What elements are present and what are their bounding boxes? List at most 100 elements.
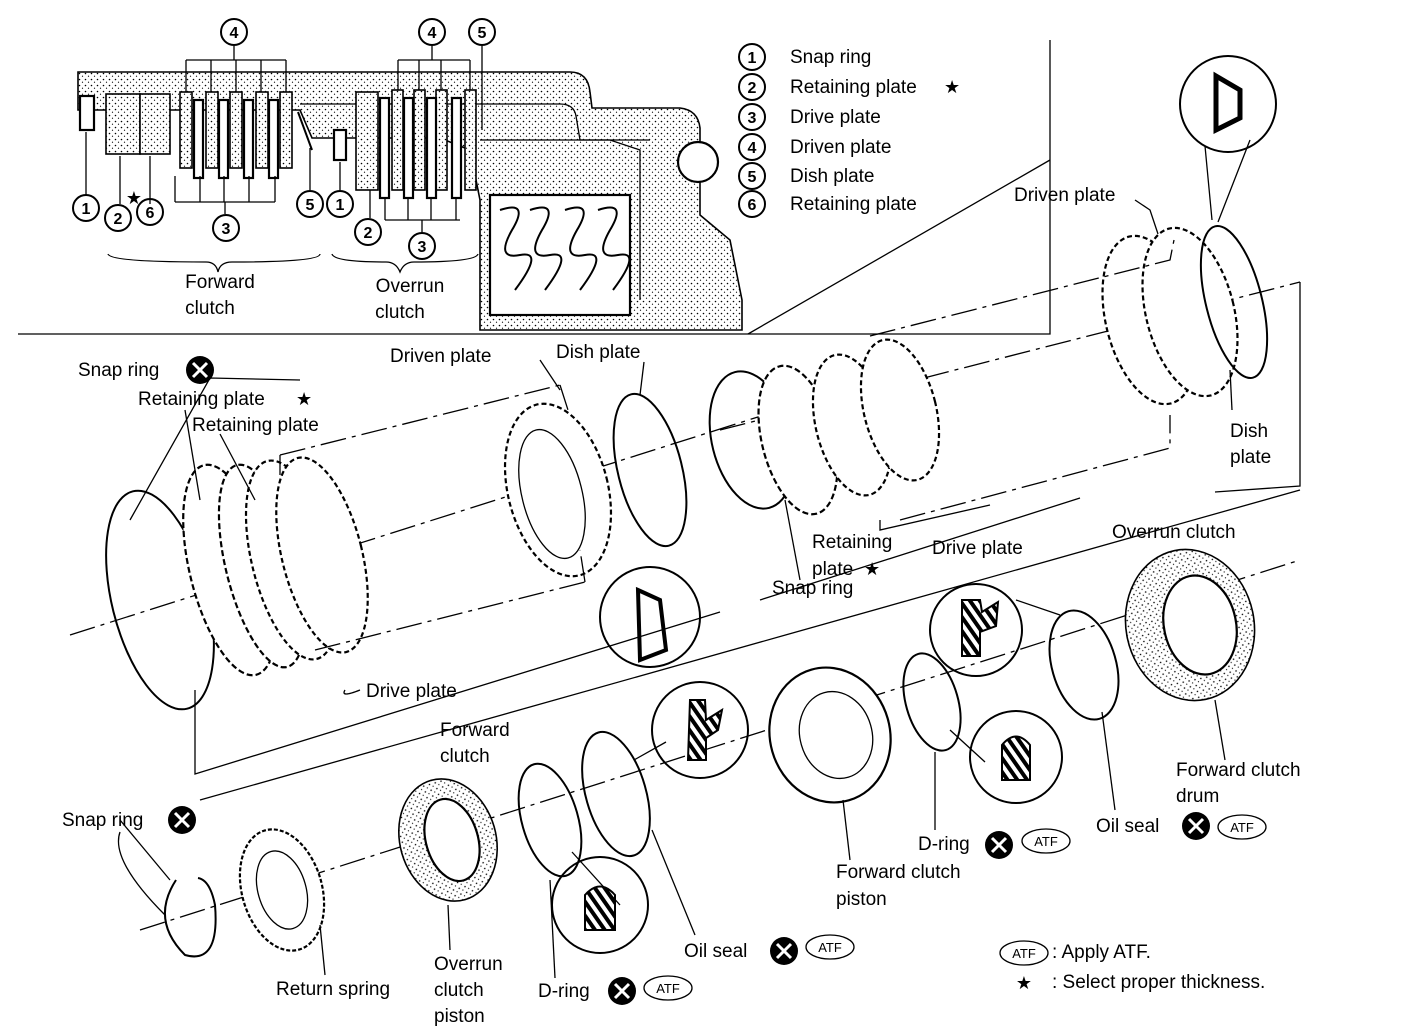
label-overrun-clutch: Overrun clutch (1112, 522, 1236, 543)
label-d-ring-bottom: D-ring (538, 981, 590, 1002)
label-snap-ring-bottom: Snap ring (62, 810, 143, 831)
atf-icon: ATF (1021, 828, 1071, 854)
notes: ATF : Apply ATF. ★ : Select proper thick… (999, 940, 1265, 993)
svg-text:★: ★ (944, 77, 960, 97)
svg-text:Driven plate: Driven plate (790, 137, 891, 158)
legend-item-5: 5 Dish plate (738, 162, 875, 190)
label-retaining-plate-right-2: plate (812, 559, 853, 580)
sv-star: ★ (126, 188, 142, 208)
label-d-ring-right: D-ring (918, 834, 970, 855)
sv-overrun-plates (378, 89, 477, 200)
note-select-thickness: : Select proper thickness. (1052, 972, 1265, 993)
label-drive-plate-left: Drive plate (366, 681, 457, 702)
lower-divider (199, 489, 1301, 801)
label-dish-plate-mid: Dish plate (556, 342, 641, 363)
label-forward-piston-1: Forward clutch (836, 862, 961, 883)
sv-snap-ring (78, 94, 96, 132)
label-driven-plate-right: Driven plate (1014, 185, 1115, 206)
svg-text:Snap ring: Snap ring (790, 47, 871, 68)
sv-overrun-label-1: Overrun (376, 276, 445, 297)
dish-plate-forward (612, 392, 688, 548)
sv-callout-5a: 5 (478, 25, 487, 42)
overrun-clutch-assembly (708, 55, 1301, 601)
sv-callout-4a: 4 (230, 25, 239, 42)
replace-icon (770, 937, 798, 965)
note-apply-atf: : Apply ATF. (1052, 942, 1151, 963)
sv-retaining-plate-2 (105, 93, 141, 155)
dish-plate-detail-1 (599, 566, 701, 668)
svg-text:3: 3 (748, 110, 757, 127)
sv-callout-lines (85, 46, 483, 274)
sv-callout-2b: 2 (364, 225, 373, 242)
label-forward-piston-2: piston (836, 889, 887, 910)
svg-text:ATF: ATF (818, 940, 842, 955)
label-retaining-plate-right-1: Retaining (812, 532, 892, 553)
svg-text:4: 4 (748, 140, 757, 157)
label-forward-clutch-2: clutch (440, 746, 490, 767)
sv-snap-ring-2 (332, 128, 348, 162)
svg-text:ATF: ATF (656, 981, 680, 996)
replace-icon (168, 806, 196, 834)
sv-return-springs (499, 206, 631, 291)
label-forward-drum-1: Forward clutch (1176, 760, 1301, 781)
oil-seal-right (1048, 609, 1120, 721)
dish-plate-overrun (1199, 225, 1269, 379)
legend: 1 Snap ring 2 Retaining plate ★ 3 Drive plat… (738, 43, 960, 218)
svg-text:ATF: ATF (1230, 820, 1254, 835)
svg-text:Dish plate: Dish plate (790, 166, 875, 187)
label-forward-drum-2: drum (1176, 786, 1219, 807)
oil-seal-detail (651, 681, 749, 779)
star-icon-2: ★ (864, 559, 880, 579)
d-ring-right (902, 652, 962, 752)
sv-callout-1b: 1 (336, 197, 345, 214)
d-ring-detail (551, 856, 649, 954)
section-view: 4 4 5 1 2 ★ 6 3 5 1 2 3 Forward clutch O… (72, 18, 743, 331)
replace-icon (985, 831, 1013, 859)
label-forward-clutch-1: Forward (440, 720, 510, 741)
sv-callout-6: 6 (146, 205, 155, 222)
svg-text:Retaining plate: Retaining plate (790, 77, 917, 98)
sv-callout-4b: 4 (428, 25, 437, 42)
atf-icon: ATF (1217, 814, 1267, 840)
label-retaining-plate: Retaining plate (192, 415, 319, 436)
sv-overrun-label-2: clutch (375, 302, 425, 323)
snap-ring-lower (163, 877, 217, 958)
svg-text:Drive plate: Drive plate (790, 107, 881, 128)
sv-callout-5b: 5 (306, 197, 315, 214)
d-ring-detail-2 (969, 710, 1063, 804)
svg-text:1: 1 (748, 50, 757, 67)
svg-text:5: 5 (748, 169, 757, 186)
oil-seal-lower (581, 730, 651, 858)
svg-text:6: 6 (748, 197, 757, 214)
legend-item-3: 3 Drive plate (738, 103, 881, 131)
atf-icon: ATF (805, 934, 855, 960)
d-ring-lower (517, 762, 583, 878)
svg-text:2: 2 (748, 80, 757, 97)
sv-seal (676, 140, 720, 184)
label-overrun-piston-1: Overrun (434, 954, 503, 975)
forward-clutch-assembly (69, 359, 781, 775)
forward-clutch-piston (768, 666, 892, 804)
sv-callout-3a: 3 (222, 221, 231, 238)
sv-retaining-plate-o (355, 91, 379, 191)
star-icon: ★ (296, 389, 312, 409)
sv-number-circles: 4 4 5 1 2 ★ 6 3 5 1 2 3 (72, 18, 496, 260)
label-dish-plate-right-2: plate (1230, 447, 1271, 468)
sv-callout-2a: 2 (114, 211, 123, 228)
sv-callout-1a: 1 (82, 201, 91, 218)
sv-dish-plate (297, 111, 313, 151)
section-divider (18, 40, 1051, 335)
star-icon-note: ★ (1016, 973, 1032, 993)
svg-text:ATF: ATF (1012, 946, 1036, 961)
section-divider-diagonal (747, 159, 1051, 335)
svg-text:ATF: ATF (1034, 834, 1058, 849)
sv-forward-plates (179, 91, 293, 180)
replace-icon (1182, 812, 1210, 840)
driven-plate-forward (503, 402, 613, 578)
label-oil-seal-bottom: Oil seal (684, 941, 747, 962)
replace-icon (186, 356, 214, 384)
label-snap-ring-right: Snap ring (772, 578, 853, 599)
